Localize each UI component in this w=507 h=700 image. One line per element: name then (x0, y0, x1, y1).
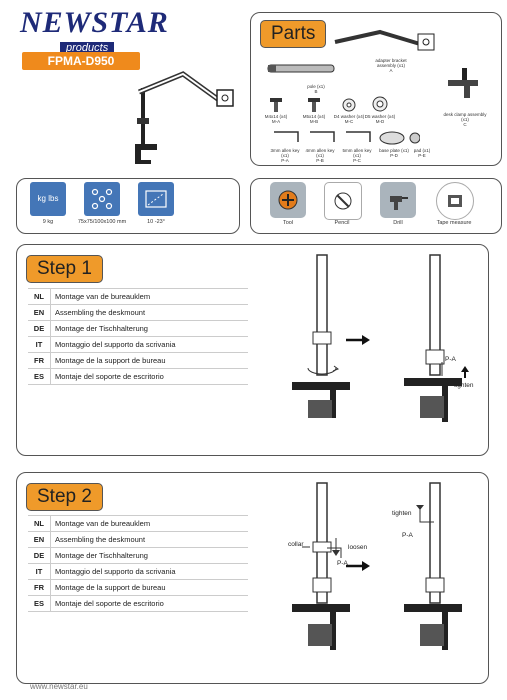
spec-vesa: 75x75/100x100 mm (77, 219, 127, 225)
screwdriver-icon (270, 182, 306, 218)
pencil-label: Pencil (334, 220, 350, 226)
part-md: D5 washer (x4)M-D (364, 114, 396, 124)
brand-logo: NEWSTAR products (20, 8, 170, 56)
step2-pa-label: P-A (337, 560, 348, 567)
step2-diagram (292, 482, 462, 650)
part-pe: pad (x1)P-E (413, 148, 431, 158)
weight-icon: kg lbs (30, 182, 66, 216)
parts-title: Parts (260, 20, 327, 48)
brand-name: NEWSTAR (20, 6, 169, 39)
washer-icon (342, 98, 356, 112)
step2-title: Step 2 (26, 483, 103, 511)
step1-pa-label: P-A (445, 356, 456, 363)
adapter-bracket-icon (334, 29, 435, 51)
step1-tighten-label: tighten (454, 382, 474, 389)
desk-clamp-icon (448, 68, 478, 98)
washer-icon (372, 96, 388, 112)
keys-plate-pad-icons (274, 131, 420, 145)
spec-tilt: 10 -23° (147, 219, 165, 225)
drill-label: Drill (393, 220, 403, 226)
tilt-icon (138, 182, 174, 216)
part-pb: 4mm allen key (x1)P-B (305, 148, 335, 163)
part-mc: D4 washer (x4)M-C (333, 114, 365, 124)
tape-measure-label: Tape measure (436, 220, 472, 226)
tape-measure-icon (436, 182, 474, 220)
loosen-label: loosen (348, 544, 368, 551)
part-pd: base plate (x1)P-D (379, 148, 409, 158)
pole-icon (267, 64, 335, 73)
step1-diagram (292, 254, 469, 422)
part-pc: 5mm allen key (x1)P-C (342, 148, 372, 163)
footer-url: www.newstar.eu (30, 682, 88, 691)
step1-title: Step 1 (26, 255, 103, 283)
vesa-icon (84, 182, 120, 216)
part-ma: M4x14 (x4)M-A (264, 114, 288, 124)
part-mb: M5x14 (x4)M-B (302, 114, 326, 124)
screw-icon (270, 98, 282, 112)
step2-pa2-label: P-A (402, 532, 413, 539)
collar-label: collar (288, 541, 304, 548)
part-a: adapter bracket assembly (x1)A (375, 58, 407, 73)
spec-weight: 9 kg (42, 219, 54, 225)
pencil-icon (324, 182, 362, 220)
product-illustration (135, 71, 234, 164)
tool-label: Tool (282, 220, 294, 226)
step2-tighten-label: tighten (392, 510, 412, 517)
part-pa: 3mm allen key (x1)P-A (270, 148, 300, 163)
drill-icon (380, 182, 416, 218)
part-b: pole (x1)B (307, 84, 325, 94)
part-c: desk clamp assembly (x1)C (443, 112, 487, 127)
brand-sub: products (60, 42, 115, 54)
model-badge: FPMA-D950 (22, 52, 140, 70)
screw-icon (308, 98, 320, 112)
